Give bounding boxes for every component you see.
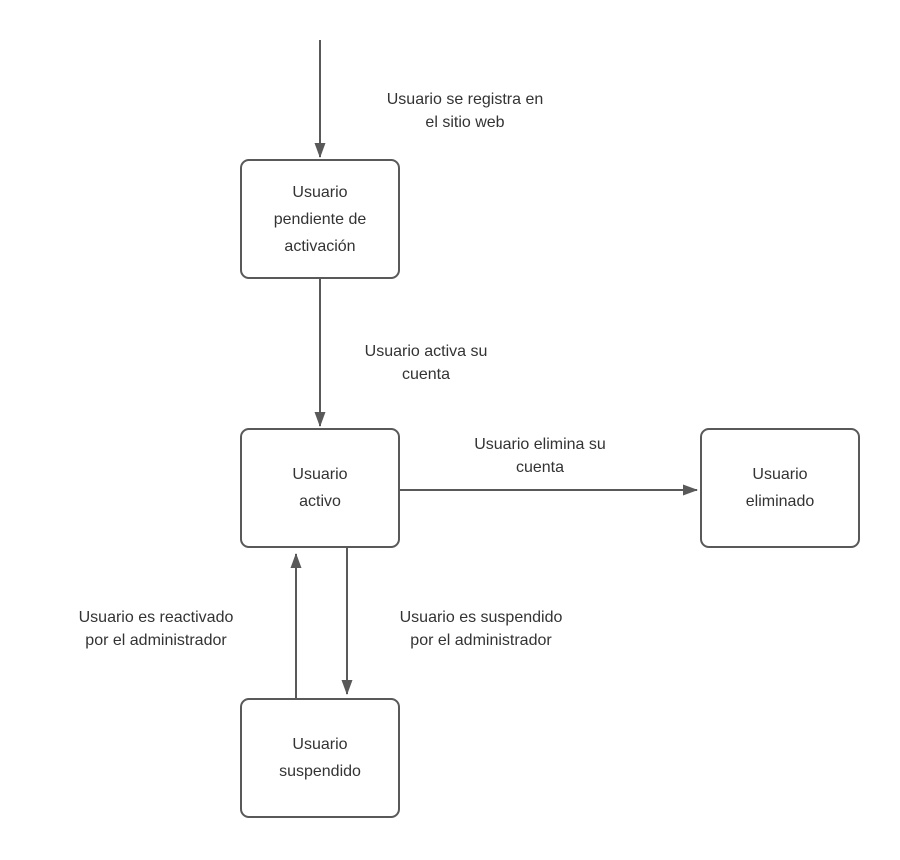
state-node-suspendido: Usuario suspendido — [240, 698, 400, 818]
state-node-label: Usuario activo — [292, 466, 348, 510]
state-node-activo: Usuario activo — [240, 428, 400, 548]
edge-label-reactivacion: Usuario es reactivado por el administrad… — [78, 609, 234, 649]
state-node-pendiente-de-activacion: Usuario pendiente de activación — [240, 159, 400, 279]
state-node-eliminado: Usuario eliminado — [700, 428, 860, 548]
edge-label-eliminacion: Usuario elimina su cuenta — [474, 436, 606, 476]
edge-label-suspension: Usuario es suspendido por el administrad… — [399, 609, 563, 649]
state-node-label: Usuario pendiente de activación — [273, 183, 367, 255]
state-node-label: Usuario eliminado — [745, 466, 815, 510]
edge-label-registro: Usuario se registra en el sitio web — [386, 91, 544, 131]
edge-label-activacion: Usuario activa su cuenta — [364, 343, 488, 383]
state-node-label: Usuario suspendido — [279, 736, 361, 780]
